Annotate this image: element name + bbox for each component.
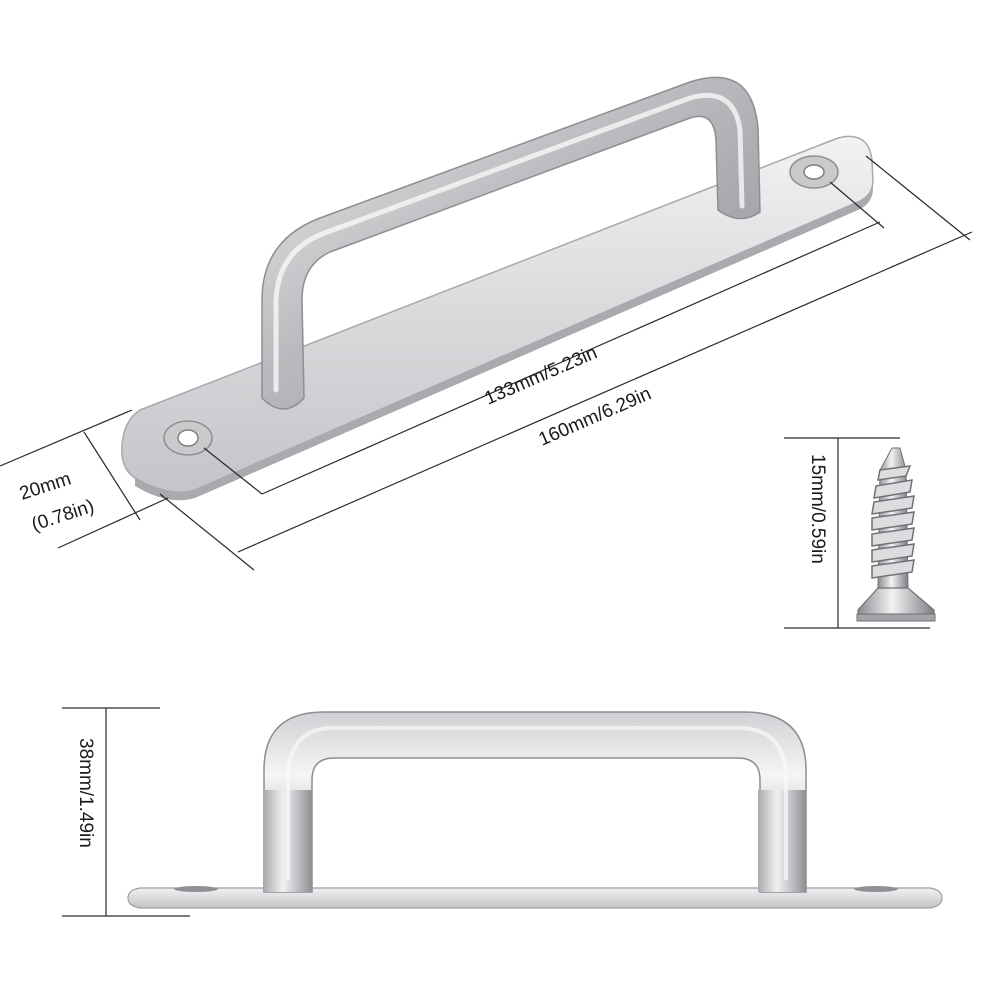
- screw-hole-left: [163, 420, 213, 456]
- width-in-label: (0.78in): [29, 496, 97, 536]
- total-length-label: 160mm/6.29in: [536, 383, 655, 450]
- screw-view: 15mm/0.59in: [784, 437, 936, 629]
- handle-bar-side: [263, 711, 807, 893]
- screw-hole-right-side: [854, 886, 898, 892]
- mounting-plate-side: [127, 887, 943, 909]
- width-mm-label: 20mm: [17, 468, 74, 504]
- screw-icon: [856, 447, 936, 622]
- handle-bar: [261, 76, 761, 410]
- screw-length-label: 15mm/0.59in: [807, 454, 828, 564]
- handle-side-view: 38mm/1.49in: [62, 707, 943, 917]
- screw-hole-left-side: [174, 886, 218, 892]
- screw-hole-right: [789, 155, 839, 189]
- handle-bar-highlight: [273, 92, 745, 393]
- handle-post-right: [758, 790, 806, 892]
- handle-bar-side-highlight: [286, 726, 788, 880]
- handle-height-label: 38mm/1.49in: [75, 738, 96, 848]
